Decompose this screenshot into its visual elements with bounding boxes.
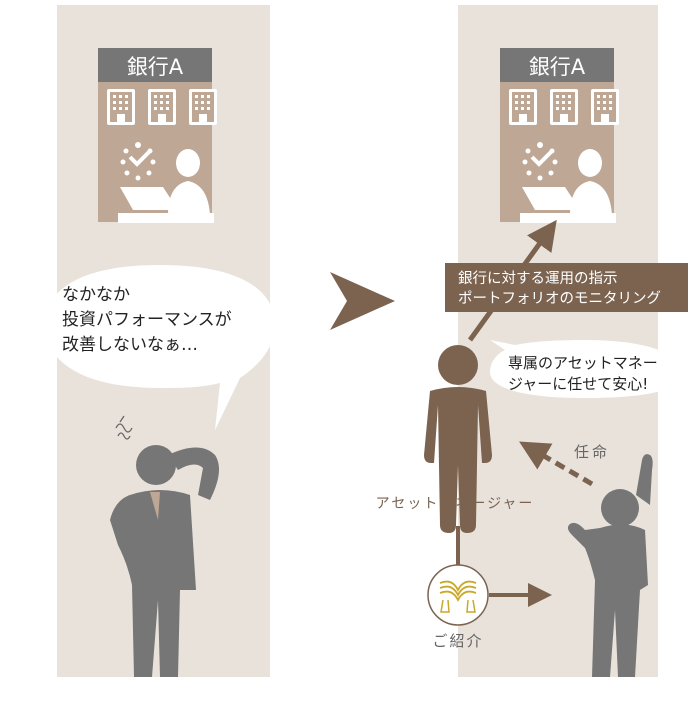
building-icon [509, 89, 537, 125]
building-icon [148, 89, 176, 125]
building-icon [591, 89, 619, 125]
speech-bubble-before: なかなか 投資パフォーマンスが 改善しないなぁ… [45, 265, 275, 430]
transition-arrow-icon [330, 272, 395, 330]
svg-text:銀行に対する運用の指示: 銀行に対する運用の指示 [458, 270, 618, 287]
svg-text:投資パフォーマンスが: 投資パフォーマンスが [62, 310, 232, 330]
company-logo [427, 564, 489, 626]
building-icon [107, 89, 135, 125]
svg-text:ポートフォリオのモニタリング: ポートフォリオのモニタリング [458, 290, 661, 307]
bank-card-before: 銀行A [98, 48, 217, 225]
svg-text:改善しないなぁ…: 改善しないなぁ… [62, 335, 198, 355]
svg-text:なかなか: なかなか [62, 285, 130, 305]
introduce-label: ご紹介 [432, 632, 483, 650]
building-icon [550, 89, 578, 125]
stress-icon [115, 415, 133, 440]
instruction-label: 銀行に対する運用の指示 ポートフォリオのモニタリング [445, 263, 688, 312]
bank-name: 銀行A [529, 55, 586, 79]
svg-text:専属のアセットマネー: 専属のアセットマネー [508, 354, 658, 372]
svg-text:ジャーに任せて安心!: ジャーに任せて安心! [508, 375, 648, 393]
appoint-label: 任命 [574, 443, 610, 461]
bank-name: 銀行A [127, 55, 184, 79]
worried-person-icon [110, 445, 219, 677]
asset-manager-label: アセットマネージャー [376, 496, 535, 512]
client-person-icon [567, 454, 653, 677]
bank-card-after: 銀行A [500, 48, 619, 225]
appoint-arrow [519, 441, 594, 487]
speech-bubble-after: 専属のアセットマネー ジャーに任せて安心! [490, 340, 682, 398]
building-icon [189, 89, 217, 125]
